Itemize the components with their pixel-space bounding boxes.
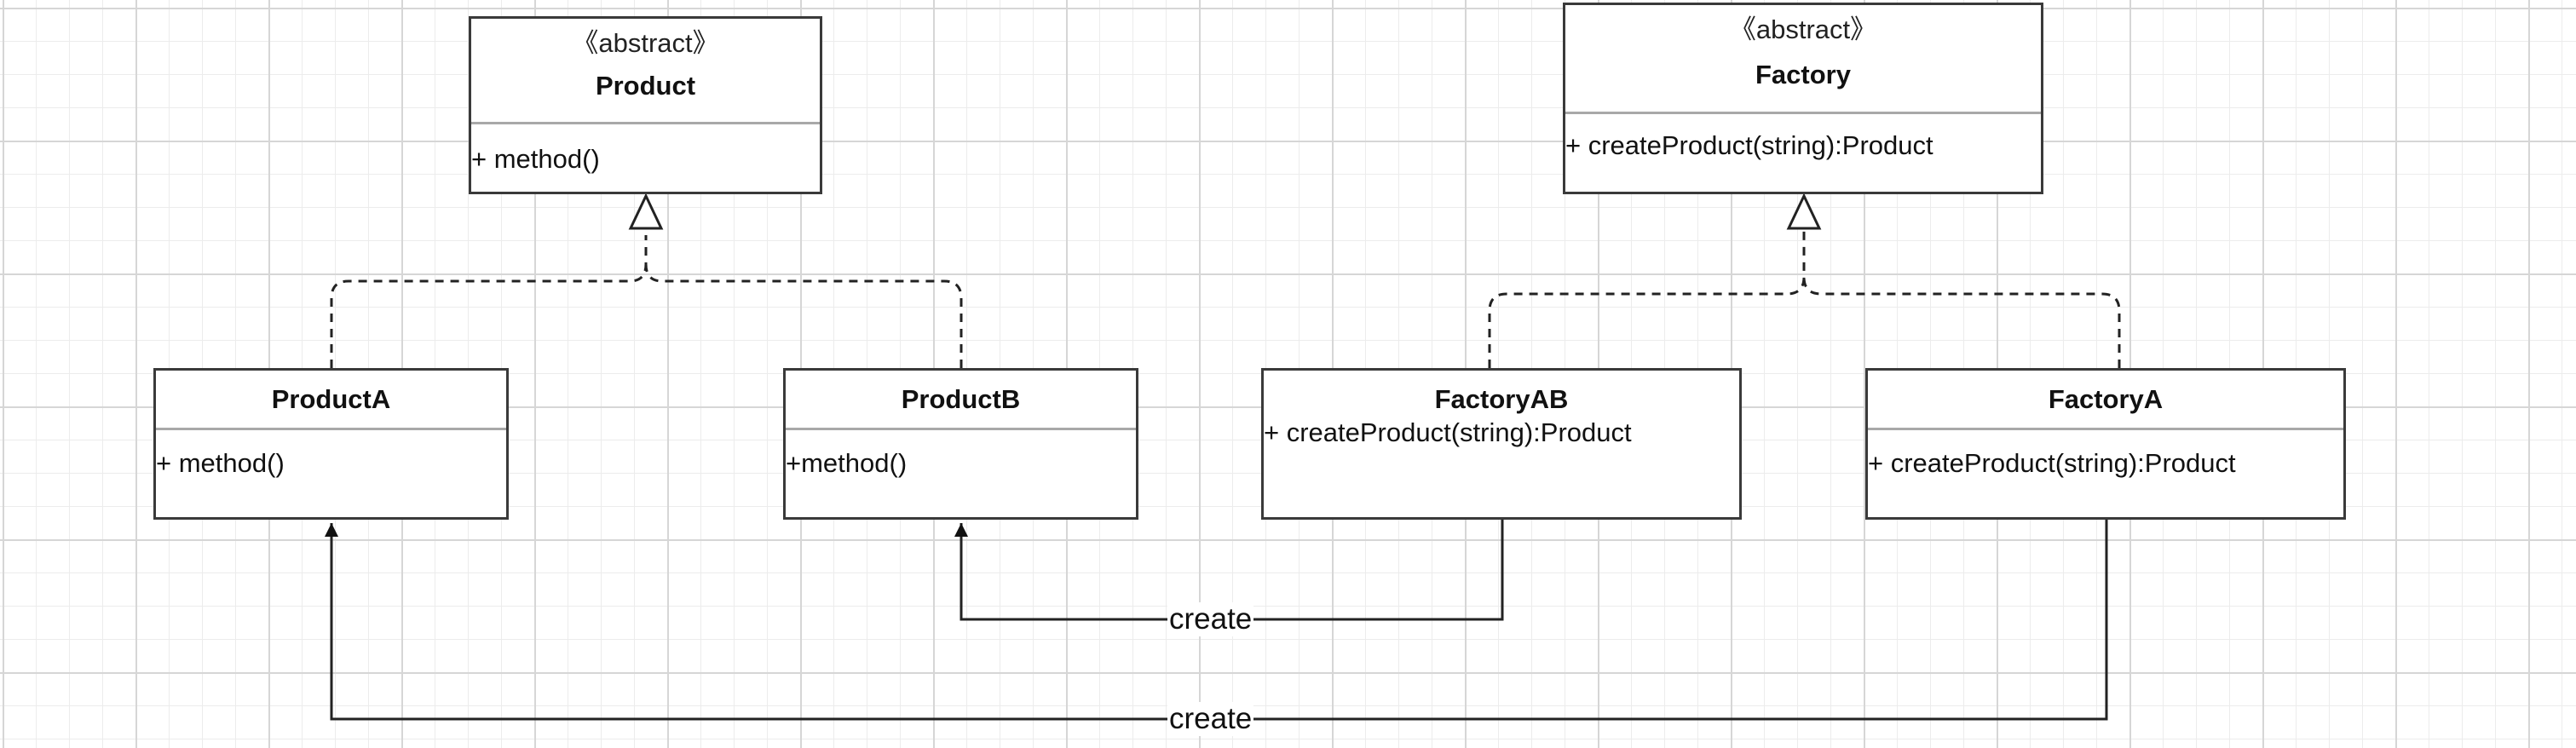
factory-inheritance-triangle bbox=[1786, 193, 1822, 230]
class-product[interactable]: 《abstract》 Product + method() bbox=[469, 16, 822, 194]
class-productb[interactable]: ProductB +method() bbox=[783, 368, 1138, 520]
factorya-name: FactoryA bbox=[2048, 384, 2164, 414]
productb-operation: +method() bbox=[786, 448, 908, 478]
producta-divider bbox=[156, 428, 506, 430]
factorya-operation: + createProduct(string):Product bbox=[1868, 448, 2236, 478]
factory-operation: + createProduct(string):Product bbox=[1565, 130, 1933, 160]
factorya-divider bbox=[1868, 428, 2343, 430]
class-factory[interactable]: 《abstract》 Factory + createProduct(strin… bbox=[1563, 3, 2043, 194]
class-producta[interactable]: ProductA + method() bbox=[153, 368, 509, 520]
factory-divider bbox=[1565, 112, 2041, 114]
factory-stereotype: 《abstract》 bbox=[1729, 14, 1877, 44]
product-stereotype: 《abstract》 bbox=[572, 28, 719, 58]
factoryab-name: FactoryAB bbox=[1434, 384, 1569, 414]
product-operation: + method() bbox=[471, 144, 600, 174]
product-name: Product bbox=[595, 71, 696, 101]
class-factorya[interactable]: FactoryA + createProduct(string):Product bbox=[1865, 368, 2346, 520]
realization-factorya-to-factory bbox=[1802, 276, 2121, 368]
realization-productb-to-product bbox=[644, 263, 963, 368]
producta-operation: + method() bbox=[156, 448, 285, 478]
productb-divider bbox=[786, 428, 1136, 430]
class-factoryab[interactable]: FactoryAB + createProduct(string):Produc… bbox=[1261, 368, 1742, 520]
producta-name: ProductA bbox=[271, 384, 391, 414]
product-inheritance-triangle bbox=[628, 193, 664, 230]
factory-name: Factory bbox=[1755, 60, 1851, 89]
create-label-factorya-producta: create bbox=[1167, 702, 1254, 736]
realization-producta-to-product bbox=[330, 235, 648, 368]
realization-factoryab-to-factory bbox=[1488, 230, 1806, 368]
productb-name: ProductB bbox=[901, 384, 1021, 414]
factoryab-operation: + createProduct(string):Product bbox=[1264, 417, 1632, 447]
create-label-factoryab-productb: create bbox=[1167, 602, 1254, 636]
product-divider bbox=[471, 122, 820, 124]
